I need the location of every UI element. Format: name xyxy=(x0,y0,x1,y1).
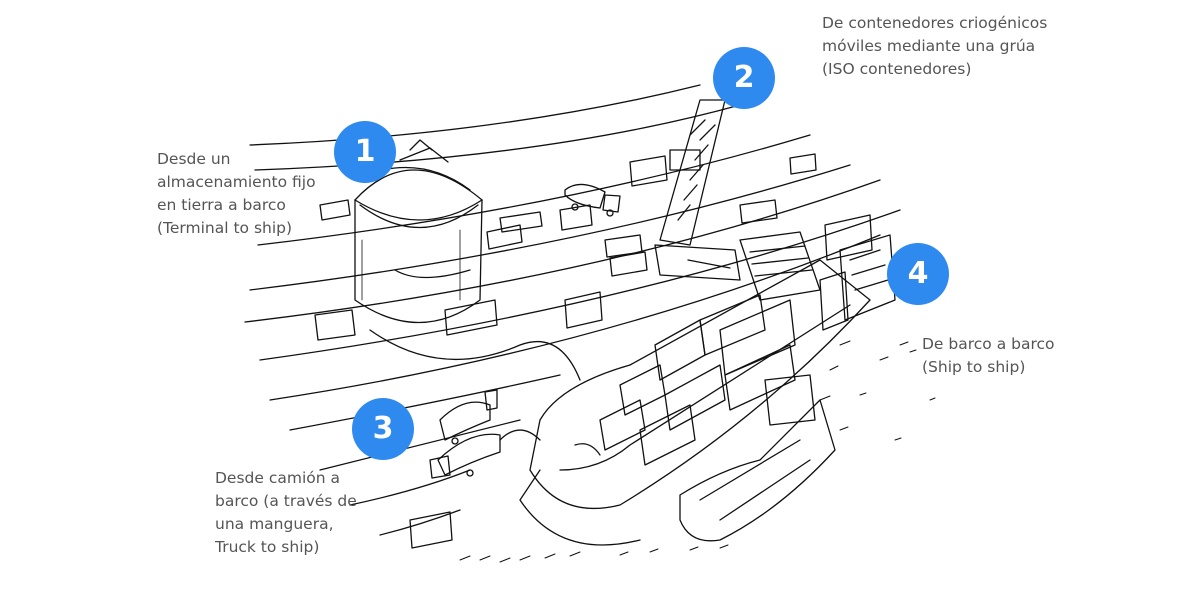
step-4-badge: 4 xyxy=(887,243,949,305)
tanker-ship xyxy=(679,374,836,542)
step-3-line: Truck to ship) xyxy=(215,538,320,556)
step-4-caption: De barco a barco (Ship to ship) xyxy=(922,333,1055,379)
step-2-caption: De contenedores criogénicos móviles medi… xyxy=(822,12,1047,81)
step-3-badge: 3 xyxy=(352,398,414,460)
hose xyxy=(369,329,581,381)
step-2-line: De contenedores criogénicos xyxy=(822,14,1048,32)
step-3-line: barco (a través de xyxy=(215,492,357,510)
containers xyxy=(314,153,873,549)
step-4-line: De barco a barco xyxy=(922,335,1055,353)
step-3-number: 3 xyxy=(372,411,394,446)
tanker-truck-top xyxy=(564,183,621,217)
tanker-trucks xyxy=(429,389,541,479)
step-2-line: móviles mediante una grúa xyxy=(822,37,1036,55)
storage-tank xyxy=(354,139,483,324)
container-ship xyxy=(519,231,871,546)
crane xyxy=(654,99,741,281)
step-3-caption: Desde camión a barco (a través de una ma… xyxy=(215,467,357,559)
water-hatching xyxy=(819,340,936,441)
dock-buildings xyxy=(819,234,896,331)
step-2-badge: 2 xyxy=(713,47,775,109)
step-1-number: 1 xyxy=(354,134,376,169)
step-4-line: (Ship to ship) xyxy=(922,358,1026,376)
step-3-line: Desde camión a xyxy=(215,469,341,487)
step-1-caption: Desde un almacenamiento fijo en tierra a… xyxy=(157,148,316,240)
ground-hatching xyxy=(459,544,729,563)
step-4-number: 4 xyxy=(907,256,929,291)
step-1-line: (Terminal to ship) xyxy=(157,219,293,237)
step-3-line: una manguera, xyxy=(215,515,334,533)
step-1-badge: 1 xyxy=(334,121,396,183)
step-1-line: Desde un xyxy=(157,150,231,168)
step-1-line: almacenamiento fijo xyxy=(157,173,316,191)
step-1-line: en tierra a barco xyxy=(157,196,286,214)
step-2-line: (ISO contenedores) xyxy=(822,60,972,78)
step-2-number: 2 xyxy=(733,60,755,95)
